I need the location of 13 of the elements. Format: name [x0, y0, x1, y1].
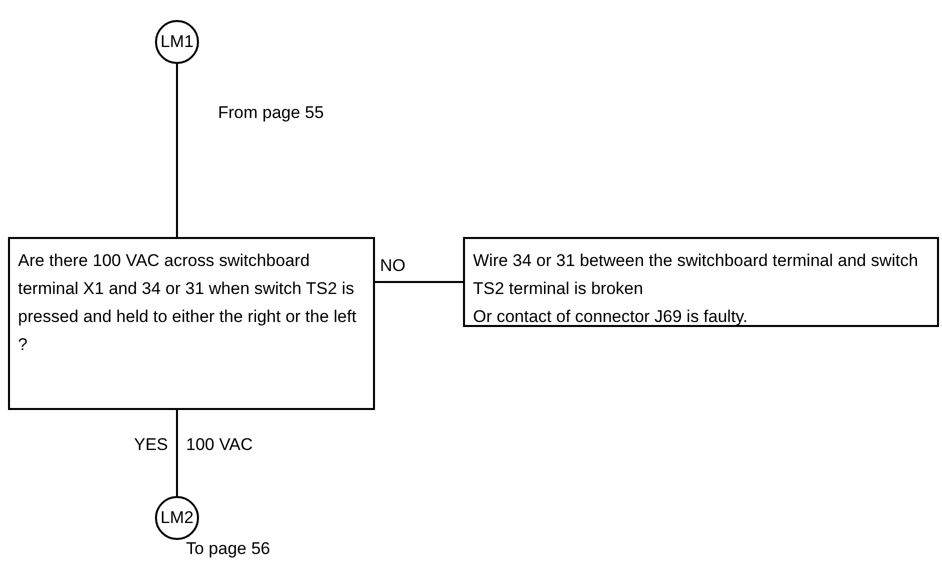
connector-line [176, 64, 178, 237]
process-box [8, 237, 375, 410]
node-text: Or contact of connector J69 is faulty. [473, 306, 749, 328]
node-text: Wire 34 or 31 between the switchboard terminal and switch TS2 terminal is broken [473, 250, 920, 300]
connector-line [176, 410, 178, 496]
voltage-label: 100 VAC [186, 434, 253, 456]
connector-line [375, 281, 463, 283]
node-text: LM2 [160, 507, 194, 530]
node-text: Are there 100 VAC across switchboard terminal X1 and 34 or 31 when switch TS2 is pressed and held to either the right or the left ? [18, 250, 358, 356]
node-text: LM1 [160, 31, 194, 54]
process-box [463, 237, 939, 327]
page-reference: From page 55 [218, 102, 324, 124]
page-reference: To page 56 [186, 538, 270, 560]
